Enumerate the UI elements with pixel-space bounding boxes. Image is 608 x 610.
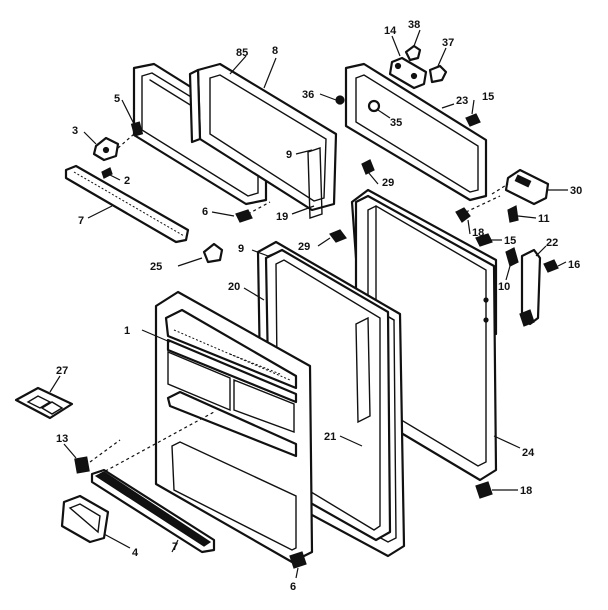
clip-13 [74, 456, 90, 474]
callout-15-mid: 15 [504, 235, 516, 247]
callout-19: 19 [276, 211, 288, 223]
callout-7-upper: 7 [78, 215, 84, 227]
callout-9-lower: 9 [238, 243, 244, 255]
callout-25: 25 [150, 261, 162, 273]
freezer-handle-trim [64, 164, 190, 244]
callout-16: 16 [568, 259, 580, 271]
callout-5: 5 [114, 93, 120, 105]
door-handle-trim [90, 468, 216, 554]
callout-7-lower: 7 [172, 541, 178, 553]
callout-14: 14 [384, 25, 397, 37]
callout-18-upper: 18 [472, 227, 484, 239]
callout-27: 27 [56, 365, 68, 377]
callout-24: 24 [522, 447, 535, 459]
callout-6-upper: 6 [202, 206, 208, 218]
callout-23: 23 [456, 95, 468, 107]
trim-end-cap [60, 494, 110, 544]
callout-8: 8 [272, 45, 278, 57]
callout-20: 20 [228, 281, 240, 293]
callout-36: 36 [302, 89, 314, 101]
callout-11: 11 [538, 213, 550, 225]
screw-36 [335, 95, 345, 105]
callout-2: 2 [124, 175, 130, 187]
freezer-hinge [92, 136, 120, 162]
callout-22: 22 [546, 237, 558, 249]
cap-25 [202, 242, 224, 264]
callout-21: 21 [324, 431, 336, 443]
freezer-liner [188, 62, 338, 219]
callout-9-upper: 9 [286, 149, 292, 161]
callout-15-top: 15 [482, 91, 494, 103]
callout-38: 38 [408, 19, 420, 31]
callout-6-lower: 6 [290, 581, 296, 593]
callout-29-upper: 29 [382, 177, 394, 189]
screw-6-lower [289, 551, 307, 569]
cap-37 [428, 64, 448, 84]
screw-16 [543, 259, 559, 273]
callout-85: 85 [236, 47, 248, 59]
pin-18-upper [455, 207, 471, 223]
screw-6-upper [235, 209, 253, 223]
alignment-lines [89, 133, 509, 475]
screw-15-top [465, 113, 481, 127]
handle-22 [519, 248, 542, 327]
callout-3: 3 [72, 125, 78, 137]
cap-38 [404, 44, 422, 62]
upper-door-frame [344, 56, 488, 202]
callout-37: 37 [442, 37, 454, 49]
leader-lines [49, 29, 568, 579]
screw-11 [507, 205, 519, 223]
screw-10 [505, 247, 519, 267]
screw-29-upper [361, 159, 375, 175]
hinge-30 [504, 168, 550, 206]
callout-1: 1 [124, 325, 130, 337]
callout-labels: 5 3 2 7 6 25 85 8 9 19 1 9 20 21 36 14 3… [56, 19, 582, 593]
callout-10: 10 [498, 281, 510, 293]
callout-4: 4 [132, 547, 139, 559]
pin-18-lower [475, 481, 493, 499]
screw-2 [101, 167, 113, 179]
callout-29-mid: 29 [298, 241, 310, 253]
callout-35: 35 [390, 117, 402, 129]
shelf-retainer-27 [14, 386, 74, 420]
callout-30: 30 [570, 185, 582, 197]
screw-15-mid [475, 233, 493, 247]
inner-door-shelf [154, 290, 314, 564]
callout-13: 13 [56, 433, 68, 445]
bushing-35 [367, 99, 381, 113]
screw-29-mid [329, 229, 347, 243]
callout-18-lower: 18 [520, 485, 532, 497]
